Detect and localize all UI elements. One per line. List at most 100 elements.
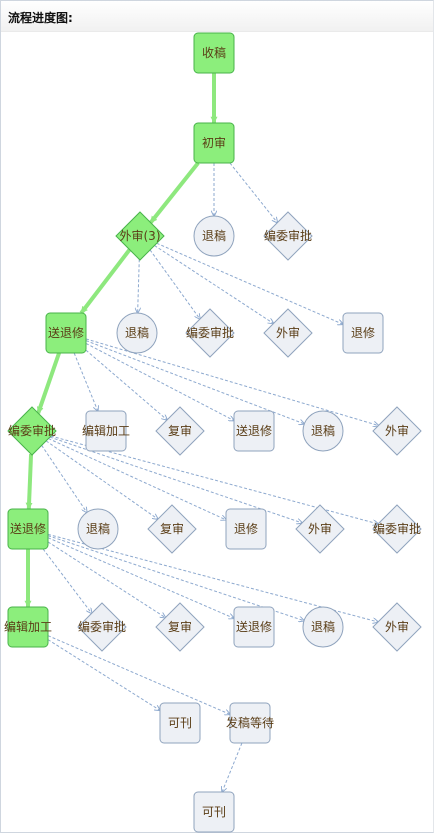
flow-node-n31[interactable]: 可刊 <box>193 791 235 833</box>
node-label: 外审 <box>385 423 409 438</box>
flow-node-n18[interactable]: 退稿 <box>77 508 119 550</box>
edge-n23-n29 <box>47 639 160 711</box>
edge-n30-n31 <box>222 742 243 792</box>
flow-node-n12[interactable]: 编辑加工 <box>82 410 130 452</box>
node-label: 退稿 <box>125 325 149 340</box>
flow-node-n23[interactable]: 编辑加工 <box>4 606 52 648</box>
node-label: 退修 <box>351 325 375 340</box>
node-shape-diamond <box>295 504 345 554</box>
edge-n11-n18 <box>41 445 87 512</box>
node-shape-diamond <box>263 211 313 261</box>
diagram-header: 流程进度图: <box>1 1 433 32</box>
node-label: 收稿 <box>202 45 226 60</box>
flow-node-n4[interactable]: 退稿 <box>193 215 235 257</box>
node-shape-diamond <box>372 602 422 652</box>
flow-node-n5[interactable]: 编委审批 <box>263 211 313 261</box>
flow-node-n30[interactable]: 发稿等待 <box>226 702 274 744</box>
edge-n3-n8 <box>149 249 200 319</box>
flow-node-n13[interactable]: 复审 <box>155 406 205 456</box>
edge-n17-n28 <box>47 533 378 622</box>
node-label: 退稿 <box>311 619 335 634</box>
flow-node-n16[interactable]: 外审 <box>372 406 422 456</box>
node-label: 复审 <box>168 619 192 634</box>
flow-node-n8[interactable]: 编委审批 <box>185 308 235 358</box>
flow-node-n28[interactable]: 外审 <box>372 602 422 652</box>
node-shape-rect <box>193 791 235 833</box>
node-label: 可刊 <box>202 805 226 819</box>
flow-node-n7[interactable]: 退稿 <box>116 312 158 354</box>
flow-node-n29[interactable]: 可刊 <box>159 702 201 744</box>
node-label: 退稿 <box>311 423 335 438</box>
node-label: 可刊 <box>168 716 192 730</box>
node-shape-rect <box>193 122 235 164</box>
flow-node-n19[interactable]: 复审 <box>147 504 197 554</box>
node-shape-rect <box>233 410 275 452</box>
node-shape-circle <box>116 312 158 354</box>
node-shape-diamond <box>7 406 57 456</box>
nodes-layer: 收稿初审外审(3)退稿编委审批送退修退稿编委审批外审退修编委审批编辑加工复审送退… <box>4 32 422 833</box>
flow-node-n17[interactable]: 送退修 <box>7 508 49 550</box>
flow-node-n9[interactable]: 外审 <box>263 308 313 358</box>
flow-node-n24[interactable]: 编委审批 <box>77 602 127 652</box>
node-label: 退修 <box>234 521 258 536</box>
node-label: 初审 <box>202 135 226 150</box>
flow-node-n10[interactable]: 退修 <box>342 312 384 354</box>
flow-node-n27[interactable]: 退稿 <box>302 606 344 648</box>
node-label: 送退修 <box>10 521 46 536</box>
edge-n6-n11 <box>36 352 61 414</box>
node-shape-rect <box>45 312 87 354</box>
node-shape-rect <box>225 508 267 550</box>
node-label: 编委审批 <box>373 521 421 536</box>
flow-node-n11[interactable]: 编委审批 <box>7 406 57 456</box>
flow-node-n26[interactable]: 送退修 <box>233 606 275 648</box>
node-shape-diamond <box>372 504 422 554</box>
node-shape-diamond <box>372 406 422 456</box>
edge-n17-n24 <box>42 548 92 613</box>
flow-node-n14[interactable]: 送退修 <box>233 410 275 452</box>
node-label: 编委审批 <box>8 423 56 438</box>
node-label: 退稿 <box>202 228 226 243</box>
flow-node-n3[interactable]: 外审(3) <box>115 211 165 261</box>
node-shape-diamond <box>263 308 313 358</box>
node-shape-rect <box>233 606 275 648</box>
edge-n6-n13 <box>85 349 167 420</box>
edge-n3-n6 <box>79 248 132 315</box>
node-shape-circle <box>302 410 344 452</box>
flow-node-n25[interactable]: 复审 <box>155 602 205 652</box>
node-label: 外审 <box>385 619 409 634</box>
node-shape-diamond <box>77 602 127 652</box>
edge-n6-n12 <box>73 352 98 411</box>
node-shape-circle <box>193 215 235 257</box>
node-label: 编委审批 <box>78 619 126 634</box>
node-label: 外审 <box>276 325 300 340</box>
node-label: 送退修 <box>236 619 272 634</box>
flow-node-n22[interactable]: 编委审批 <box>372 504 422 554</box>
node-label: 送退修 <box>48 325 84 340</box>
flow-node-n1[interactable]: 收稿 <box>193 32 235 74</box>
node-shape-diamond <box>155 602 205 652</box>
edge-n2-n5 <box>229 162 277 223</box>
edge-n3-n9 <box>154 245 273 324</box>
node-label: 退稿 <box>86 521 110 536</box>
edge-n17-n25 <box>47 541 165 618</box>
node-shape-rect <box>193 32 235 74</box>
node-label: 编辑加工 <box>82 423 130 438</box>
edge-n23-n30 <box>47 635 230 715</box>
node-label: 发稿等待 <box>226 715 274 730</box>
flow-node-n20[interactable]: 退修 <box>225 508 267 550</box>
flow-node-n2[interactable]: 初审 <box>193 122 235 164</box>
node-label: 复审 <box>168 423 192 438</box>
flow-node-n15[interactable]: 退稿 <box>302 410 344 452</box>
edges-layer <box>24 73 378 792</box>
edge-n11-n20 <box>48 438 226 520</box>
flow-node-n6[interactable]: 送退修 <box>45 312 87 354</box>
node-shape-diamond <box>115 211 165 261</box>
node-shape-rect <box>85 410 127 452</box>
edge-n17-n26 <box>47 537 234 619</box>
flow-node-n21[interactable]: 外审 <box>295 504 345 554</box>
node-shape-rect <box>159 702 201 744</box>
node-label: 外审(3) <box>120 228 161 243</box>
node-shape-diamond <box>147 504 197 554</box>
node-shape-rect <box>342 312 384 354</box>
